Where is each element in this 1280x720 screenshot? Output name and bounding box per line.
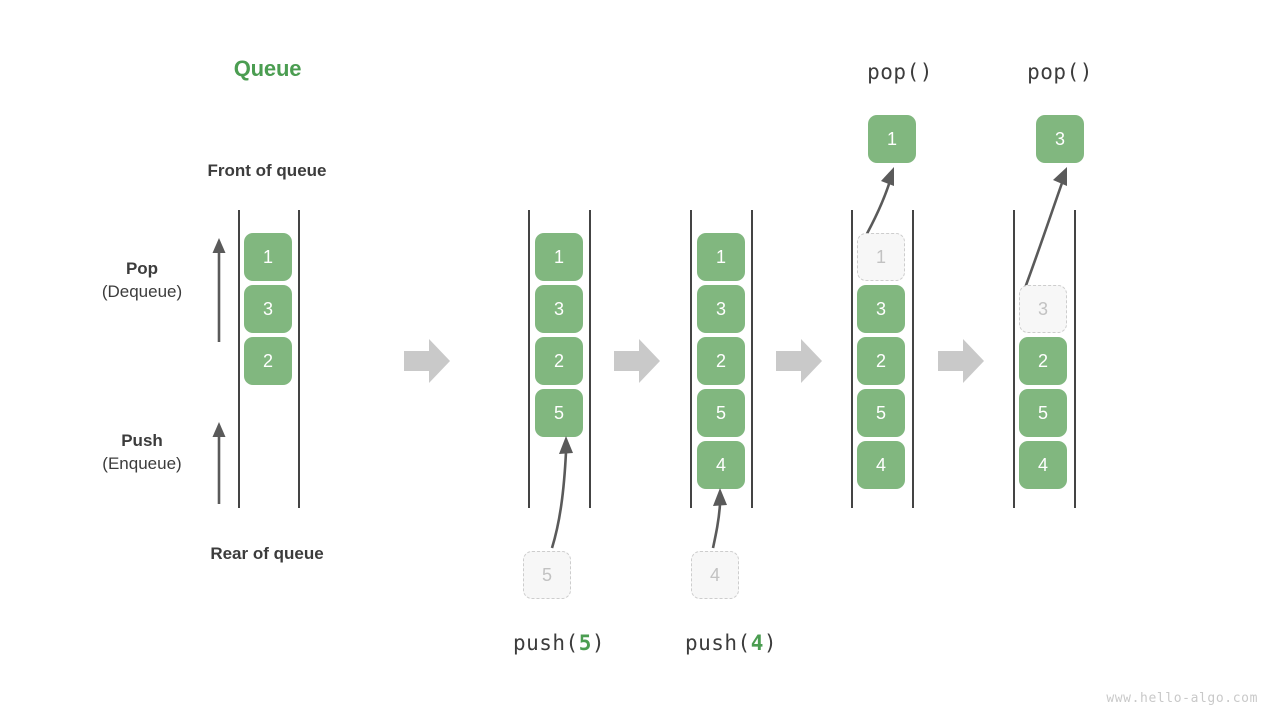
rear-of-queue-label: Rear of queue [210,544,324,563]
panel-5-cell-1-ghost: 3 [1019,285,1067,333]
pop-legend-label: Pop (Dequeue) [67,258,217,304]
panel-2-caption-prefix: push( [512,631,579,655]
panel-4-cell-4: 4 [857,441,905,489]
panel-2-rail-right [589,210,591,508]
panel-3-cell-2: 2 [697,337,745,385]
panel-5-cell-3: 5 [1019,389,1067,437]
step-arrow-1 [404,339,450,383]
push-direction-arrow [212,422,226,504]
panel-2-caption-suffix: ) [591,631,606,655]
push-legend-sub: (Enqueue) [102,453,182,473]
panel-1-cell-0: 1 [244,233,292,281]
panel-1-rail-right [298,210,300,508]
panel-4-pop-arrow [861,167,894,242]
panel-3-cell-1: 3 [697,285,745,333]
panel-5-ejected-cell: 3 [1036,115,1084,163]
watermark: www.hello-algo.com [1106,691,1258,706]
panel-3-cell-3: 5 [697,389,745,437]
push-legend-main: Push [121,431,163,450]
push-legend-label: Push (Enqueue) [67,430,217,476]
panel-3-caption-suffix: ) [763,631,778,655]
step-arrow-2 [614,339,660,383]
panel-3-rail-left [690,210,692,508]
panel-2-cell-0: 1 [535,233,583,281]
step-arrow-4 [938,339,984,383]
panel-5-rail-right [1074,210,1076,508]
panel-4-ejected-cell: 1 [868,115,916,163]
panel-2-incoming-cell: 5 [523,551,571,599]
panel-3-incoming-cell: 4 [691,551,739,599]
panel-2-cell-2: 2 [535,337,583,385]
panel-3-caption-prefix: push( [684,631,751,655]
panel-4-cell-1: 3 [857,285,905,333]
pop-legend-main: Pop [125,259,159,278]
panel-2-rail-left [528,210,530,508]
panel-4-cell-3: 5 [857,389,905,437]
panel-3-push-arrow [711,488,727,549]
panel-3-caption: push(4) [641,631,821,655]
panel-5-cell-2: 2 [1019,337,1067,385]
page-title: Queue [233,56,302,81]
panel-1-cell-1: 3 [244,285,292,333]
pop-legend-sub: (Dequeue) [101,281,183,301]
panel-2-cell-1: 3 [535,285,583,333]
panel-4-rail-left [851,210,853,508]
panel-2-push-arrow [550,436,573,549]
panel-3-caption-arg: 4 [750,631,764,655]
panel-4-cell-0-ghost: 1 [857,233,905,281]
panel-5-pop-arrow [1020,167,1067,297]
panel-2-cell-3: 5 [535,389,583,437]
pop-direction-arrow [212,238,226,342]
panel-3-cell-4: 4 [697,441,745,489]
panel-2-caption: push(5) [469,631,649,655]
front-of-queue-label: Front of queue [207,161,327,180]
panel-1-rail-left [238,210,240,508]
panel-4-cell-2: 2 [857,337,905,385]
panel-3-rail-right [751,210,753,508]
panel-5-cell-4: 4 [1019,441,1067,489]
panel-1-cell-2: 2 [244,337,292,385]
step-arrow-3 [776,339,822,383]
panel-3-cell-0: 1 [697,233,745,281]
panel-4-rail-right [912,210,914,508]
panel-5-rail-left [1013,210,1015,508]
panel-5-caption: pop() [1027,60,1093,84]
panel-2-caption-arg: 5 [578,631,592,655]
panel-4-caption: pop() [867,60,933,84]
